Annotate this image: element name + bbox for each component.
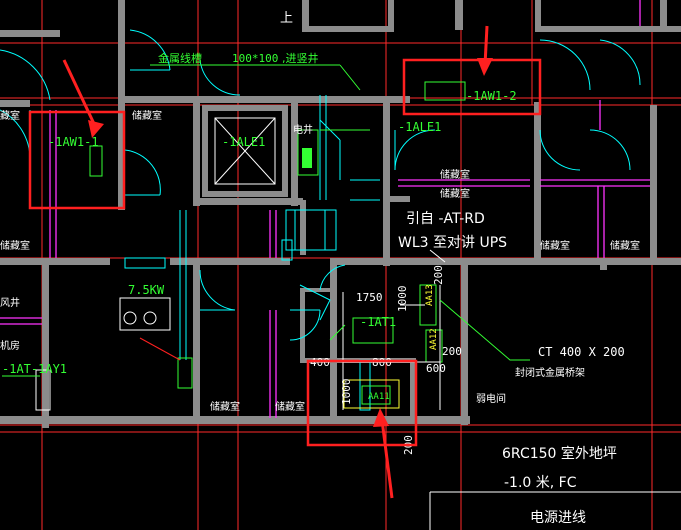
- tray-note: ,进竖井: [282, 51, 319, 65]
- storage-room-label: 储藏室: [610, 239, 640, 252]
- dimension-label: 200: [432, 265, 445, 285]
- walls: [0, 0, 681, 428]
- arrow-head-icon: [373, 408, 389, 427]
- dimension-label: 400: [310, 356, 330, 369]
- arrow-aa11: [380, 419, 394, 499]
- panel-1at1-label: -1AT1: [360, 315, 396, 329]
- highlight-box-aw1-2: [402, 58, 542, 116]
- arrow-head-icon: [88, 120, 104, 138]
- tray-label: 金属线槽: [158, 51, 202, 65]
- cable-leaders: [429, 491, 681, 530]
- panel-1at-1ay1-label: -1AT-1AY1: [2, 362, 67, 376]
- dimension-label: 600: [426, 362, 446, 375]
- storage-room-label: 储藏室: [132, 109, 162, 122]
- dimension-label: 1000: [396, 286, 409, 313]
- red-arrows: [62, 25, 493, 499]
- elevator-label: 电井: [293, 123, 313, 136]
- tray-leader: [150, 64, 361, 91]
- power-rating-label: 7.5KW: [128, 283, 165, 297]
- route-source-label: 引自 -AT-RD: [406, 211, 485, 227]
- highlight-box-aw1-1: [28, 110, 126, 210]
- elevator-shaft: [202, 105, 319, 197]
- dimension-label: 1750: [356, 291, 383, 304]
- power-cable-spec-label: 6RC150 室外地坪: [502, 445, 617, 462]
- storage-room-label: 藏室: [0, 109, 20, 122]
- panel-aa13-label: AA13: [425, 284, 435, 306]
- route-target-label: WL3 至对讲 UPS: [398, 235, 507, 251]
- weak-current-room-label: 弱电间: [476, 392, 506, 405]
- panel-1aw1-2-label: -1AW1-2: [466, 89, 517, 103]
- red-annotations: [28, 58, 542, 447]
- storage-room-label: 储藏室: [440, 187, 470, 200]
- panel-1ale1-right-label: -1ALE1: [398, 120, 441, 134]
- storage-room-label: 储藏室: [275, 400, 305, 413]
- panel-1aw1-1-label: -1AW1-1: [48, 135, 99, 149]
- storage-room-label: 储藏室: [210, 400, 240, 413]
- cable-tray-spec-label: CT 400 X 200: [538, 345, 625, 359]
- equipment: [2, 81, 530, 411]
- storage-room-label: 储藏室: [0, 239, 30, 252]
- power-cable-depth-label: -1.0 米, FC: [504, 475, 577, 491]
- power-incoming-label: 电源进线: [530, 510, 586, 526]
- storage-room-label: 储藏室: [440, 168, 470, 181]
- dimension-label: 200: [442, 345, 462, 358]
- dimension-label: 800: [372, 356, 392, 369]
- arrow-head-icon: [477, 58, 493, 76]
- panel-aa11-label: AA11: [368, 392, 390, 402]
- panel-1ale1-center-label: -1ALE1: [222, 135, 265, 149]
- storage-room-label: 储藏室: [540, 239, 570, 252]
- partitions: [0, 0, 650, 418]
- fan-shaft-label: 风井: [0, 296, 20, 309]
- machine-room-label: 机房: [0, 339, 20, 352]
- dimension-label: 1000: [340, 379, 353, 406]
- highlight-box-aa11: [306, 359, 418, 447]
- panel-aa12-label: AA12: [429, 328, 439, 350]
- closed-tray-label: 封闭式金属桥架: [515, 366, 585, 379]
- tray-size: 100*100: [232, 52, 278, 65]
- arrow-aw1-1: [62, 59, 98, 129]
- top-partial-label: 上: [280, 11, 293, 26]
